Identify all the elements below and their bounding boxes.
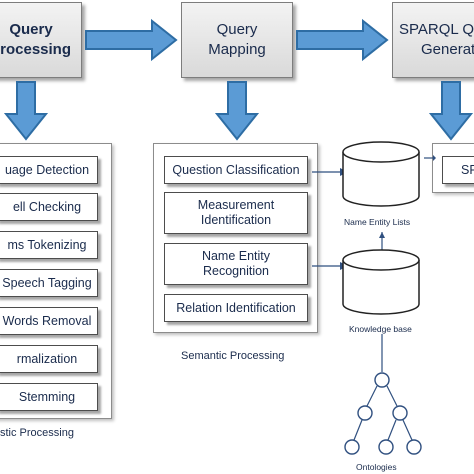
entity-to-knowledge-link [379, 232, 385, 252]
step-pos-tagging: Speech Tagging [0, 269, 98, 297]
step-relation-identification: Relation Identification [164, 294, 308, 322]
step-name-entity-recognition: Name Entity Recognition [164, 243, 308, 285]
ontologies-label: Ontologies [356, 462, 397, 472]
knowledge-base-database-icon [342, 249, 420, 315]
query-processing-line1: Query [9, 21, 53, 38]
relation-identification-label: Relation Identification [176, 301, 296, 315]
name-entity-recognition-line2: Recognition [202, 264, 269, 278]
arrow-mapping-to-sparql [296, 18, 389, 62]
question-classification-label: Question Classification [172, 163, 300, 177]
step-question-classification: Question Classification [164, 156, 308, 184]
semantic-processing-caption: Semantic Processing [181, 350, 285, 362]
query-processing-line2: processing [0, 41, 72, 58]
measurement-identification-line2: Identification [200, 213, 272, 227]
step-language-detection: uage Detection [0, 156, 98, 184]
step-stemming: Stemming [0, 383, 98, 411]
name-entity-recognition-line1: Name Entity [201, 249, 271, 263]
arrow-sparql-down [428, 81, 474, 141]
step-spell-checking: ell Checking [0, 193, 98, 221]
sparql-generation-line2: Generat [421, 41, 474, 58]
arrow-processing-to-mapping [85, 18, 178, 62]
query-processing-box: Query processing [0, 2, 82, 78]
step-normalization: rmalization [0, 345, 98, 373]
knowledge-base-label: Knowledge base [349, 324, 412, 334]
query-mapping-box: Query Mapping [181, 2, 293, 78]
query-mapping-line1: Query [216, 21, 258, 38]
name-entity-lists-database-icon [342, 141, 420, 207]
arrow-mapping-down [214, 81, 260, 141]
step-terms-tokenizing: ms Tokenizing [0, 231, 98, 259]
arrow-processing-down [3, 81, 49, 141]
step-sparql: SP [442, 156, 474, 184]
query-mapping-line2: Mapping [208, 41, 266, 58]
measurement-identification-line1: Measurement [197, 198, 275, 212]
step-measurement-identification: Measurement Identification [164, 192, 308, 234]
ontology-tree-icon [344, 334, 422, 455]
sparql-generation-box: SPARQL Qu Generat [392, 2, 474, 78]
step-stop-words-removal: Words Removal [0, 307, 98, 335]
name-entity-lists-label: Name Entity Lists [344, 217, 411, 227]
link-arrow-to-sparql-panel [424, 155, 436, 161]
sparql-generation-line1: SPARQL Qu [399, 21, 474, 38]
linguistic-processing-caption: stic Processing [0, 427, 74, 439]
